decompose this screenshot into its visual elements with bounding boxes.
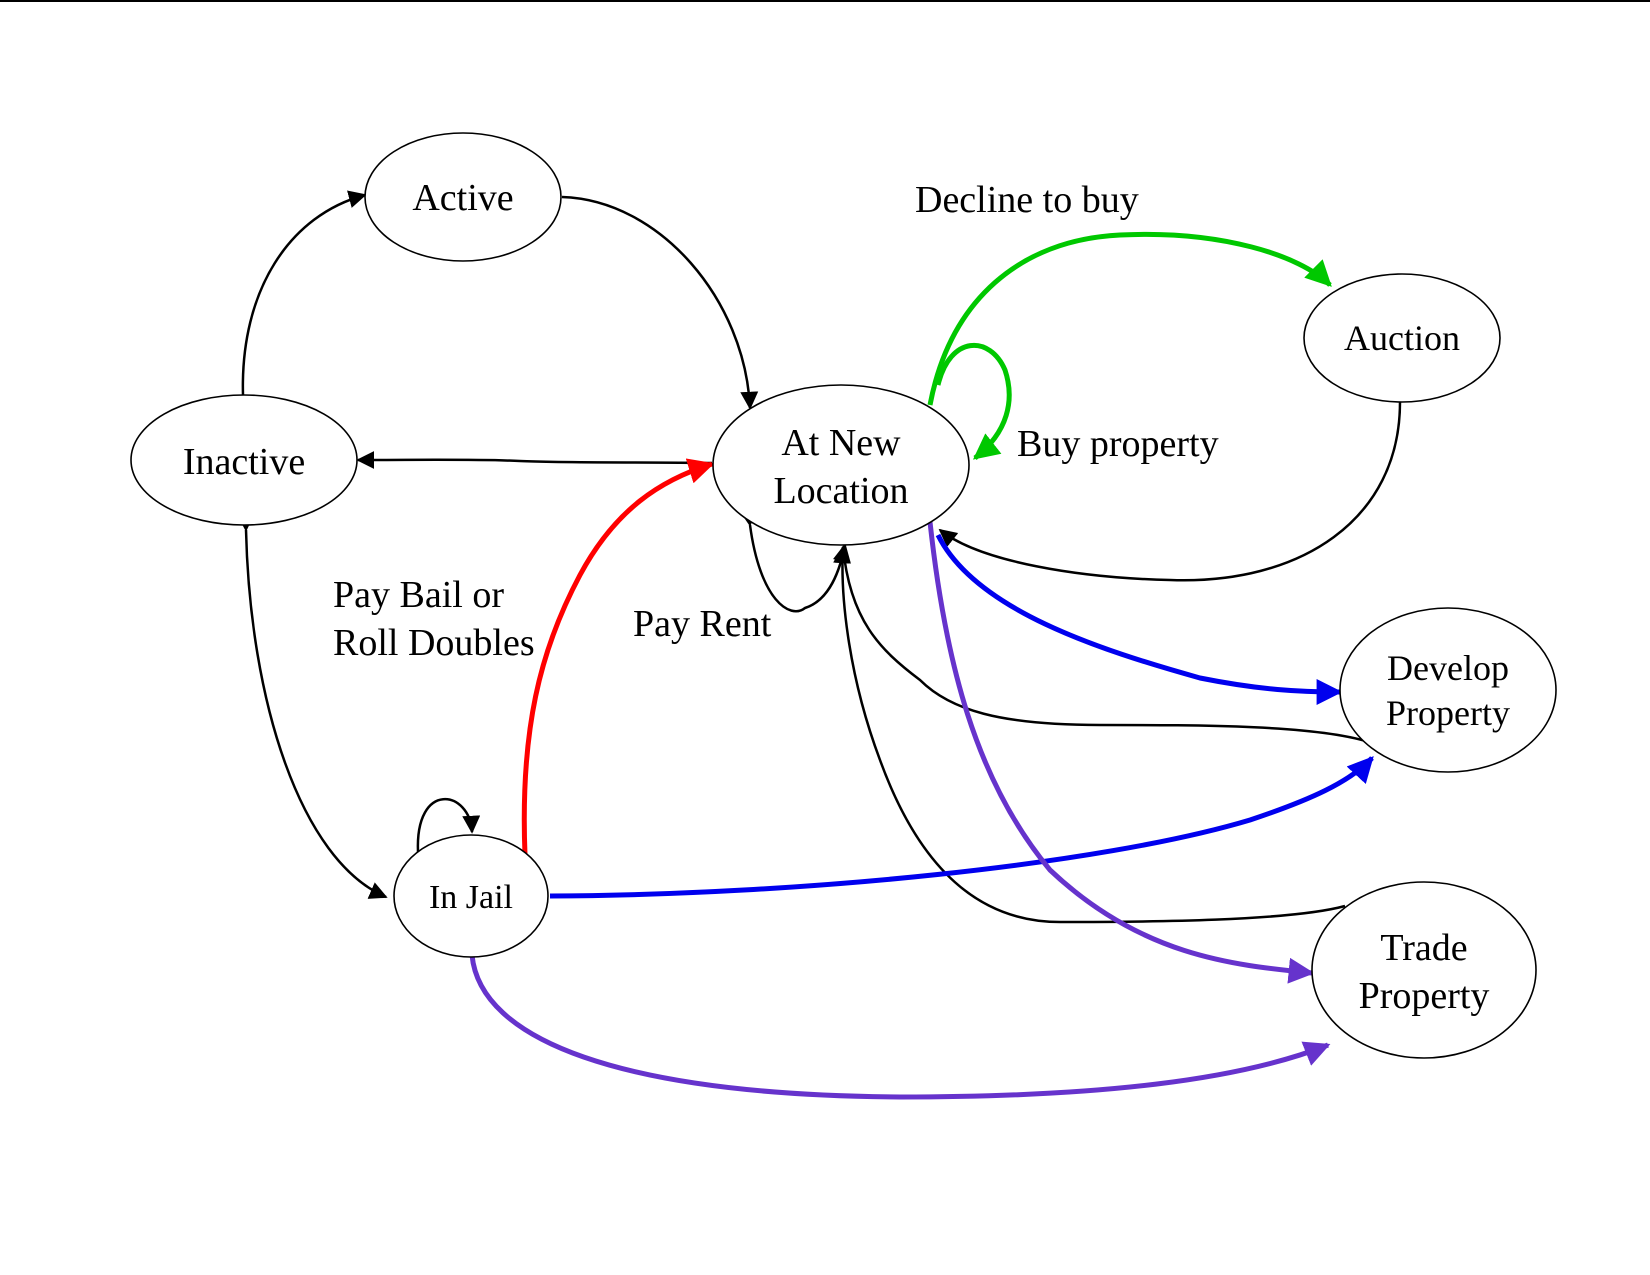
node-active-label: Active	[412, 177, 513, 219]
edge-active-to-location	[561, 195, 759, 410]
edge-inactive-to-active	[241, 190, 367, 396]
node-develop-property: Develop Property	[1339, 607, 1557, 773]
edge-jail-self-loop	[416, 798, 481, 853]
edges	[236, 190, 1402, 1100]
edge-jail-to-trade	[469, 954, 1331, 1100]
edge-jail-to-develop	[549, 756, 1374, 899]
edge-buy-property-loop	[935, 343, 1012, 460]
node-at-new-location-label-1: At New	[781, 422, 901, 464]
node-inactive-label: Inactive	[183, 441, 305, 483]
label-pay-bail-line-1: Pay Bail or	[333, 574, 504, 616]
label-buy-property: Buy property	[1017, 423, 1219, 465]
label-pay-bail-line-2: Roll Doubles	[333, 622, 535, 664]
edge-trade-to-location	[833, 545, 1346, 924]
node-at-new-location-label-2: Location	[773, 470, 908, 512]
node-trade-property-label-1: Trade	[1380, 927, 1467, 969]
node-in-jail: In Jail	[393, 834, 549, 958]
edge-pay-bail	[521, 458, 715, 856]
node-in-jail-label: In Jail	[429, 879, 513, 916]
node-auction: Auction	[1303, 273, 1501, 403]
edge-pay-rent-loop	[738, 507, 851, 613]
node-trade-property: Trade Property	[1311, 881, 1537, 1059]
edge-location-to-develop	[935, 533, 1343, 705]
edge-inactive-jail	[236, 513, 388, 899]
node-develop-property-label-2: Property	[1386, 693, 1510, 733]
edge-location-to-trade	[927, 521, 1315, 984]
node-inactive: Inactive	[130, 394, 358, 526]
node-at-new-location: At New Location	[712, 384, 970, 546]
node-trade-property-label-2: Property	[1359, 975, 1490, 1017]
label-pay-rent: Pay Rent	[633, 603, 772, 645]
node-auction-label: Auction	[1344, 318, 1460, 358]
edge-location-to-inactive	[356, 450, 713, 469]
node-active: Active	[364, 132, 562, 262]
edge-auction-to-location	[938, 401, 1402, 582]
label-decline-to-buy: Decline to buy	[915, 179, 1139, 221]
node-develop-property-label-1: Develop	[1387, 648, 1509, 688]
edge-decline-to-buy	[927, 231, 1332, 406]
edge-develop-to-location	[841, 546, 1373, 745]
